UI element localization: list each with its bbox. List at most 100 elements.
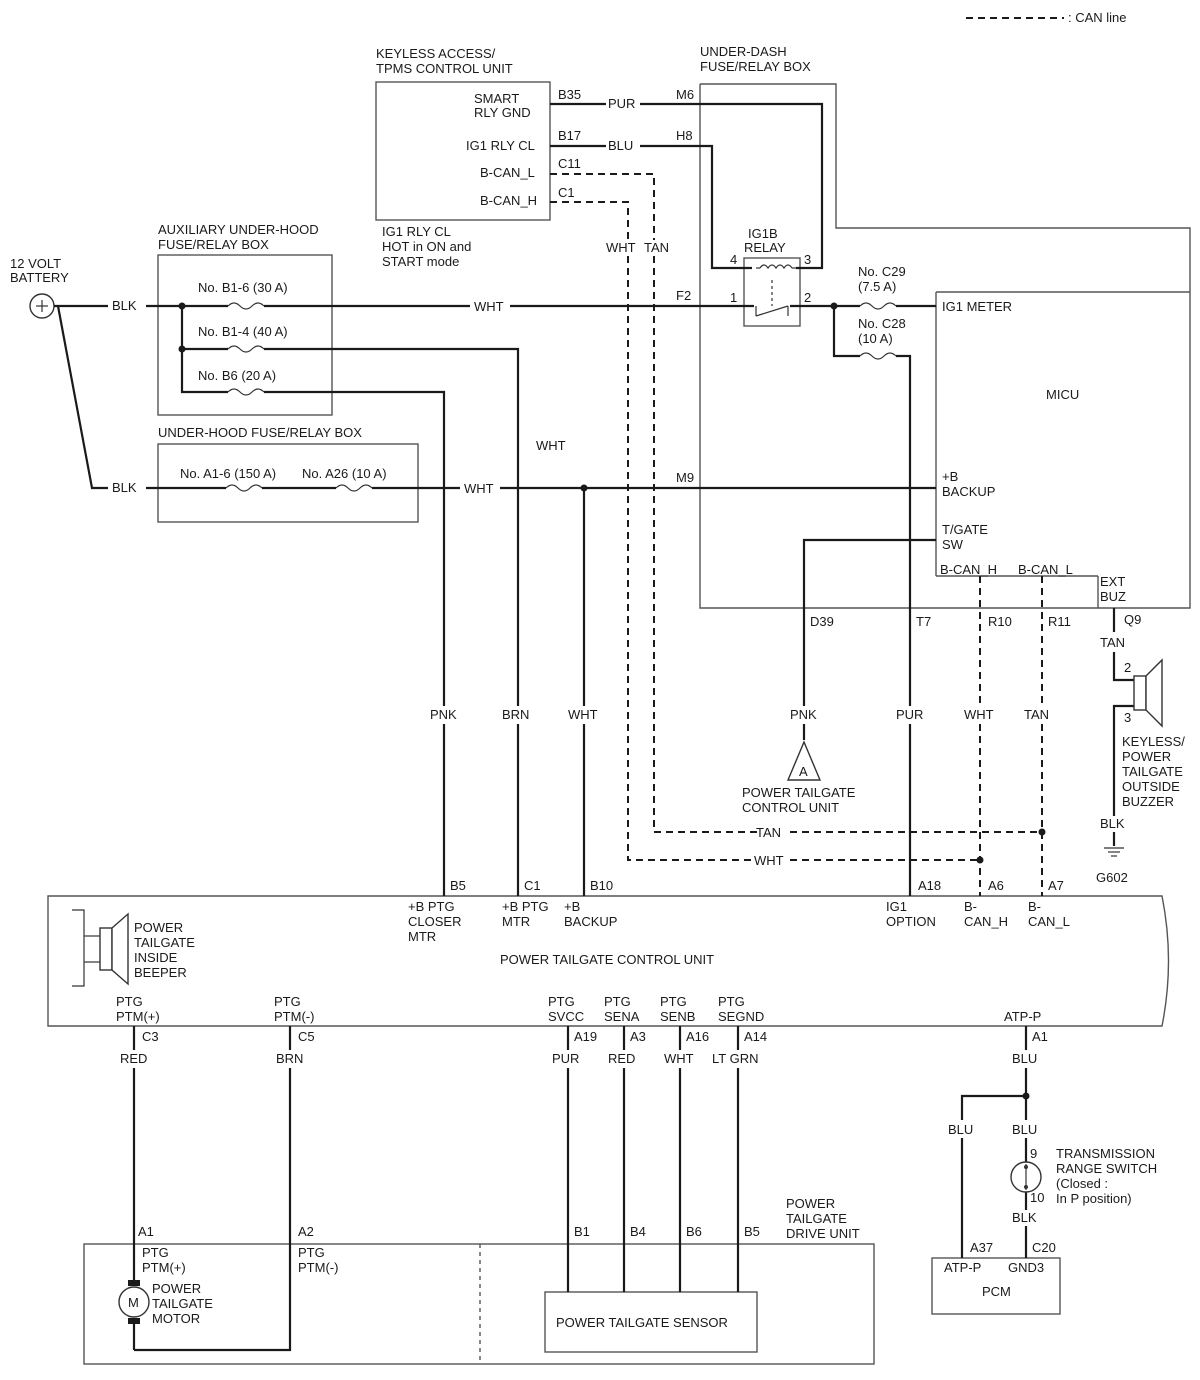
inside-beeper-label-3: INSIDE [134,950,178,965]
micu-title: MICU [1046,387,1079,402]
micu-pin-ig1-meter: IG1 METER [942,299,1012,314]
conn-a16: A16 [686,1029,709,1044]
ig1b-relay: IG1B RELAY 4 3 1 2 [730,226,811,317]
conn-m9: M9 [676,470,694,485]
keyless-unit-box [375,81,551,221]
conn-c1-keyless: C1 [558,185,575,200]
under-hood-box [157,443,419,523]
conn-sensor-b5: B5 [744,1224,760,1239]
wire-blu-a1-label: BLU [1012,1051,1037,1066]
wire-tan-can-label: TAN [644,240,669,255]
fuse-c29-label-1: No. C29 [858,264,906,279]
keyless-pin-bcan-h: B-CAN_H [480,193,537,208]
motor-label-2: TAILGATE [152,1296,213,1311]
wire-pnk-label: PNK [430,707,457,722]
fuse-a26-label: No. A26 (10 A) [302,466,387,481]
fuse-c28-icon [859,352,897,360]
conn-trs-9: 9 [1030,1146,1037,1161]
keyless-note-3: START mode [382,254,459,269]
outside-buzzer-label-4: OUTSIDE [1122,779,1180,794]
motor-icon [118,1280,150,1324]
drive-pin-neg-2: PTM(-) [298,1260,338,1275]
conn-a1-drive: A1 [138,1224,154,1239]
wire-blk-batt1-label: BLK [112,298,137,313]
keyless-pin-smart-1: SMART [474,91,519,106]
conn-a37: A37 [970,1240,993,1255]
ptg-pin-bcan-h-1: B- [964,899,977,914]
wire-wht-a16-label: WHT [664,1051,694,1066]
trs-label-4: In P position) [1056,1191,1132,1206]
relay-label-2: RELAY [744,240,786,255]
battery-label-2: BATTERY [10,270,69,285]
wire-wht-can-label: WHT [606,240,636,255]
relay-pin-4: 4 [730,252,737,267]
fuse-c28-label-1: No. C28 [858,316,906,331]
conn-b5: B5 [450,878,466,893]
drive-unit-box [83,1243,875,1365]
relay-pin-1: 1 [730,290,737,305]
fuse-b1-4-icon [227,345,265,353]
fuse-c29-icon [859,302,897,310]
ptg-reference-letter: A [799,764,808,779]
keyless-title-2: TPMS CONTROL UNIT [376,61,513,76]
ptg-pin-bcan-h-2: CAN_H [964,914,1008,929]
conn-r10: R10 [988,614,1012,629]
ptg-pin-sena-1: PTG [604,994,631,1009]
conn-q9: Q9 [1124,612,1141,627]
drive-pin-neg-1: PTG [298,1245,325,1260]
motor-label-1: POWER [152,1281,201,1296]
ptg-control-unit-title: POWER TAILGATE CONTROL UNIT [500,952,714,967]
conn-c3: C3 [142,1029,159,1044]
relay-switch-icon [755,305,789,317]
relay-pin-3: 3 [804,252,811,267]
ptg-pin-bcan-l-2: CAN_L [1028,914,1070,929]
wire-wht-r10-label: WHT [964,707,994,722]
trs-label-1: TRANSMISSION [1056,1146,1155,1161]
inside-beeper-label-1: POWER [134,920,183,935]
fuse-b6-icon [227,388,265,396]
wire-ltgrn-a14-label: LT GRN [712,1051,758,1066]
micu-pin-backup-2: BACKUP [942,484,995,499]
conn-b35: B35 [558,87,581,102]
conn-a7: A7 [1048,878,1064,893]
micu-pin-backup-1: +B [942,469,958,484]
conn-c5: C5 [298,1029,315,1044]
conn-b17: B17 [558,128,581,143]
ptg-pin-ptm-pos-2: PTM(+) [116,1009,160,1024]
pcm-box [931,1257,1061,1315]
ptg-pin-backup-1: +B [564,899,580,914]
component-labels: KEYLESS ACCESS/ TPMS CONTROL UNIT SMART … [72,44,1185,1330]
range-switch-icon [1010,1161,1042,1193]
keyless-pin-smart-2: RLY GND [474,105,531,120]
conn-a14: A14 [744,1029,767,1044]
outside-buzzer-icon [1133,675,1147,711]
micu-pin-bcan-l: B-CAN_L [1018,562,1073,577]
wire-brn-label: BRN [502,707,529,722]
trs-label-2: RANGE SWITCH [1056,1161,1157,1176]
conn-a2-drive: A2 [298,1224,314,1239]
ptg-pin-bcan-l-1: B- [1028,899,1041,914]
inside-beeper-icon [72,909,129,987]
wire-blk-batt2-label: BLK [112,480,137,495]
conn-sensor-b1: B1 [574,1224,590,1239]
ptg-pin-senb-2: SENB [660,1009,695,1024]
wire-tan-horiz-label: TAN [756,825,781,840]
ptg-pin-ptm-neg-1: PTG [274,994,301,1009]
conn-d39: D39 [810,614,834,629]
ptg-pin-ptm-pos-1: PTG [116,994,143,1009]
sensor-label: POWER TAILGATE SENSOR [556,1315,728,1330]
wire-labels: PUR BLU BLK BLK WHT WHT WHT WHT TAN PNK … [112,96,1125,1225]
outside-buzzer-label-1: KEYLESS/ [1122,734,1185,749]
ptg-reference-triangle-icon [786,740,822,781]
legend-can-label: : CAN line [1068,10,1127,25]
micu-pin-bcan-h: B-CAN_H [940,562,997,577]
ptg-pin-segnd-1: PTG [718,994,745,1009]
pcm-pin-gnd: GND3 [1008,1260,1044,1275]
wire-brn-c5-label: BRN [276,1051,303,1066]
conn-m6: M6 [676,87,694,102]
wire-red-c3-label: RED [120,1051,147,1066]
keyless-pin-bcan-l: B-CAN_L [480,165,535,180]
wire-blu-left-label: BLU [948,1122,973,1137]
drive-unit-title-3: DRIVE UNIT [786,1226,860,1241]
wire-pur-a19-label: PUR [552,1051,579,1066]
